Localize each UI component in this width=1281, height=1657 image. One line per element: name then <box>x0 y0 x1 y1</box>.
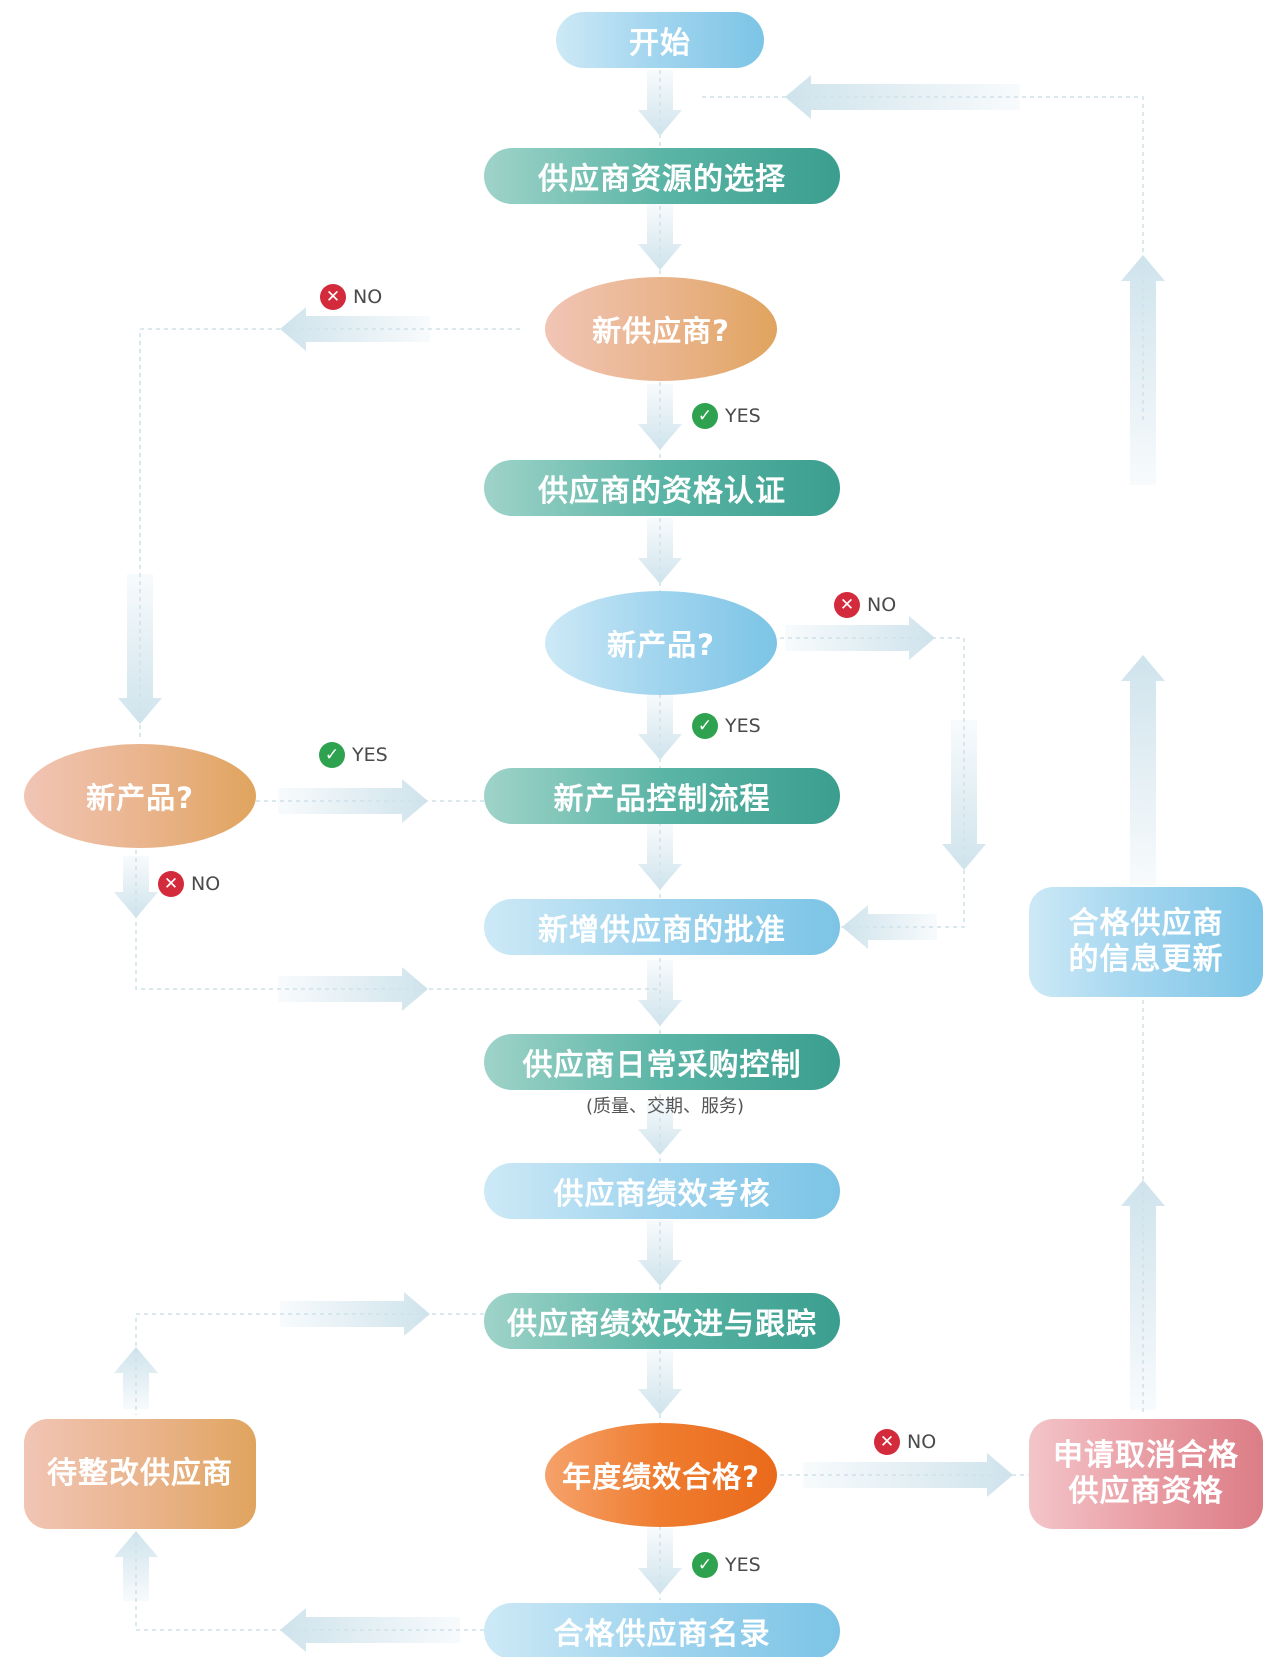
arrow-daily-to-performance <box>638 1099 682 1155</box>
arrow-left-yes <box>278 779 428 823</box>
no-tag-new-supplier: ✕ NO <box>320 284 382 310</box>
arrow-loop-to-select <box>785 75 1020 119</box>
new-product-decision-center: 新产品? <box>545 591 777 695</box>
list-to-rectify-line <box>135 1531 484 1631</box>
rectify-to-improvement-line <box>135 1313 484 1415</box>
close-icon: ✕ <box>320 284 346 310</box>
arrow-new-supplier-no <box>280 307 430 351</box>
performance-review-node: 供应商绩效考核 <box>484 1163 840 1219</box>
no-label: NO <box>907 1431 937 1453</box>
arrow-up-mid <box>1121 655 1165 885</box>
check-icon: ✓ <box>692 1552 718 1578</box>
info-update-node: 合格供应商 的信息更新 <box>1029 887 1263 997</box>
no-tag-annual: ✕ NO <box>874 1429 936 1455</box>
new-product-control-node: 新产品控制流程 <box>484 768 840 824</box>
no-tag-new-product-left: ✕ NO <box>158 871 220 897</box>
check-icon: ✓ <box>319 742 345 768</box>
close-icon: ✕ <box>834 592 860 618</box>
yes-label: YES <box>725 715 761 737</box>
arrow-up-lower <box>1121 1180 1165 1410</box>
no-label: NO <box>191 873 221 895</box>
arrow-annual-yes-to-list <box>638 1528 682 1594</box>
arrow-yes-to-product-control <box>638 694 682 760</box>
arrow-start-to-select <box>638 70 682 136</box>
yes-label: YES <box>352 744 388 766</box>
new-product-decision-left: 新产品? <box>24 744 256 848</box>
supplier-selection-node: 供应商资源的选择 <box>484 148 840 204</box>
arrow-annual-no <box>803 1453 1013 1497</box>
start-node: 开始 <box>556 12 764 68</box>
arrow-control-to-approval <box>638 824 682 890</box>
cancel-qualification-node: 申请取消合格 供应商资格 <box>1029 1419 1263 1529</box>
check-icon: ✓ <box>692 403 718 429</box>
arrow-list-left <box>280 1608 460 1652</box>
improvement-tracking-node: 供应商绩效改进与跟踪 <box>484 1293 840 1349</box>
no-tag-new-product-center: ✕ NO <box>834 592 896 618</box>
arrow-center-no <box>785 616 935 660</box>
yes-tag-new-product-left: ✓ YES <box>319 742 388 768</box>
arrow-down-to-left-decision <box>118 574 162 724</box>
no-label: NO <box>867 594 897 616</box>
close-icon: ✕ <box>874 1429 900 1455</box>
arrow-improvement-to-annual <box>638 1349 682 1415</box>
yes-tag-annual: ✓ YES <box>692 1552 761 1578</box>
daily-procurement-note: (质量、交期、服务) <box>586 1096 745 1117</box>
supplier-approval-node: 新增供应商的批准 <box>484 899 840 955</box>
yes-label: YES <box>725 1554 761 1576</box>
qualified-list-node: 合格供应商名录 <box>484 1603 840 1657</box>
no-label: NO <box>353 286 383 308</box>
annual-qualified-decision: 年度绩效合格? <box>545 1423 777 1527</box>
rectify-supplier-node: 待整改供应商 <box>24 1419 256 1529</box>
close-icon: ✕ <box>158 871 184 897</box>
left-no-line <box>135 850 660 990</box>
arrow-left-no <box>114 856 158 918</box>
arrow-to-improvement <box>280 1292 430 1336</box>
qualification-node: 供应商的资格认证 <box>484 460 840 516</box>
arrow-up-top <box>1121 255 1165 485</box>
yes-tag-new-supplier: ✓ YES <box>692 403 761 429</box>
arrow-rectify-up <box>114 1347 158 1409</box>
new-supplier-decision: 新供应商? <box>545 277 777 381</box>
arrow-left-no-right <box>278 967 428 1011</box>
arrow-performance-to-improvement <box>638 1220 682 1286</box>
yes-tag-new-product-center: ✓ YES <box>692 713 761 739</box>
arrow-center-no-to-approval <box>842 905 937 949</box>
arrow-select-to-new-supplier <box>638 204 682 270</box>
arrow-approval-to-daily <box>638 960 682 1026</box>
arrow-center-no-down <box>942 720 986 870</box>
daily-procurement-node: 供应商日常采购控制 <box>484 1034 840 1090</box>
yes-label: YES <box>725 405 761 427</box>
check-icon: ✓ <box>692 713 718 739</box>
arrow-qualification-to-new-product <box>638 518 682 584</box>
new-supplier-no-line <box>139 328 520 740</box>
arrow-to-rectify <box>114 1531 158 1601</box>
update-loop-line <box>700 96 1144 420</box>
arrow-yes-to-qualification <box>638 384 682 450</box>
